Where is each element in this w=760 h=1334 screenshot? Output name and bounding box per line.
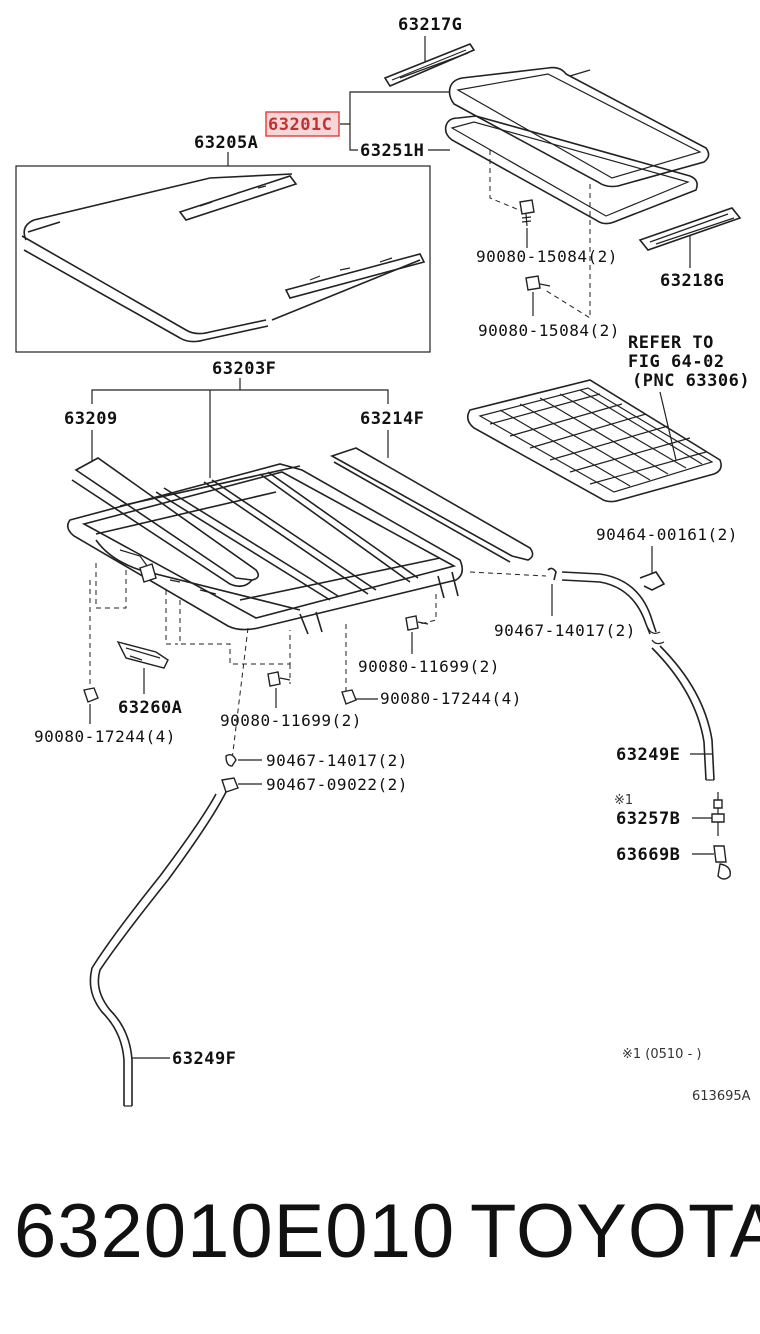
label-90080-17244-b: 90080-17244(4) <box>380 689 522 708</box>
part-63205A-cables <box>21 173 426 343</box>
label-90467-14017-a: 90467-14017(2) <box>494 621 636 640</box>
part-63669B <box>713 845 731 880</box>
footnote: ※1 (0510 - ) <box>622 1047 701 1062</box>
part-63218G-strip <box>638 207 742 251</box>
part-63249E-hose <box>561 571 715 781</box>
clip-90467-09022 <box>221 777 239 793</box>
label-63218G: 63218G <box>660 271 724 291</box>
nut-90080-17244-a <box>83 687 99 703</box>
part-63257B <box>711 792 725 836</box>
label-90080-11699-a: 90080-11699(2) <box>358 657 500 676</box>
label-90080-11699-b: 90080-11699(2) <box>220 711 362 730</box>
part-63251H-seal <box>444 115 698 225</box>
label-63249F: 63249F <box>172 1049 236 1069</box>
label-63201C[interactable]: 63201C <box>268 115 332 135</box>
label-63251H: 63251H <box>360 141 424 161</box>
part-sunshade <box>466 379 722 503</box>
footer-brand: TOYOTA <box>470 1189 760 1274</box>
label-63669B: 63669B <box>616 845 680 865</box>
label-63209: 63209 <box>64 409 118 429</box>
note-mark-1: ※1 <box>614 793 633 808</box>
bolt-90080-15084-b <box>525 275 551 291</box>
part-drain-connector-b <box>225 753 237 767</box>
part-63203F-housing <box>66 447 534 635</box>
label-90080-17244-a: 90080-17244(4) <box>34 727 176 746</box>
box-63205A <box>15 165 431 353</box>
footer-part-number: 632010E010 <box>14 1189 456 1274</box>
label-63217G: 63217G <box>398 15 462 35</box>
label-63203F: 63203F <box>212 359 276 379</box>
label-refer-3: (PNC 63306) <box>632 371 750 391</box>
part-63260A-motor <box>116 640 169 669</box>
label-63257B: 63257B <box>616 809 680 829</box>
highlight-box-63201C <box>265 111 340 137</box>
bolt-90080-11699-a <box>405 615 429 631</box>
diagram-id: 613695A <box>692 1089 751 1104</box>
label-90467-14017-b: 90467-14017(2) <box>266 751 408 770</box>
part-drain-connector-a <box>547 567 557 581</box>
label-63249E: 63249E <box>616 745 680 765</box>
label-90080-15084-a: 90080-15084(2) <box>476 247 618 266</box>
label-90464-00161: 90464-00161(2) <box>596 525 738 544</box>
label-90467-09022: 90467-09022(2) <box>266 775 408 794</box>
clip-90464-00161 <box>639 571 666 591</box>
label-refer-1: REFER TO <box>628 333 714 353</box>
bolt-90080-11699-b <box>267 671 291 687</box>
nut-90080-17244-b <box>341 689 357 705</box>
label-refer-2: FIG 64-02 <box>628 352 725 372</box>
label-63260A: 63260A <box>118 698 182 718</box>
part-63249F-hose <box>89 791 227 1107</box>
label-90080-15084-b: 90080-15084(2) <box>478 321 620 340</box>
bolt-90080-15084-a <box>519 199 535 227</box>
part-63217G-strip <box>383 43 476 88</box>
part-glass-panel <box>448 66 710 188</box>
label-63214F: 63214F <box>360 409 424 429</box>
label-63205A: 63205A <box>194 133 258 153</box>
